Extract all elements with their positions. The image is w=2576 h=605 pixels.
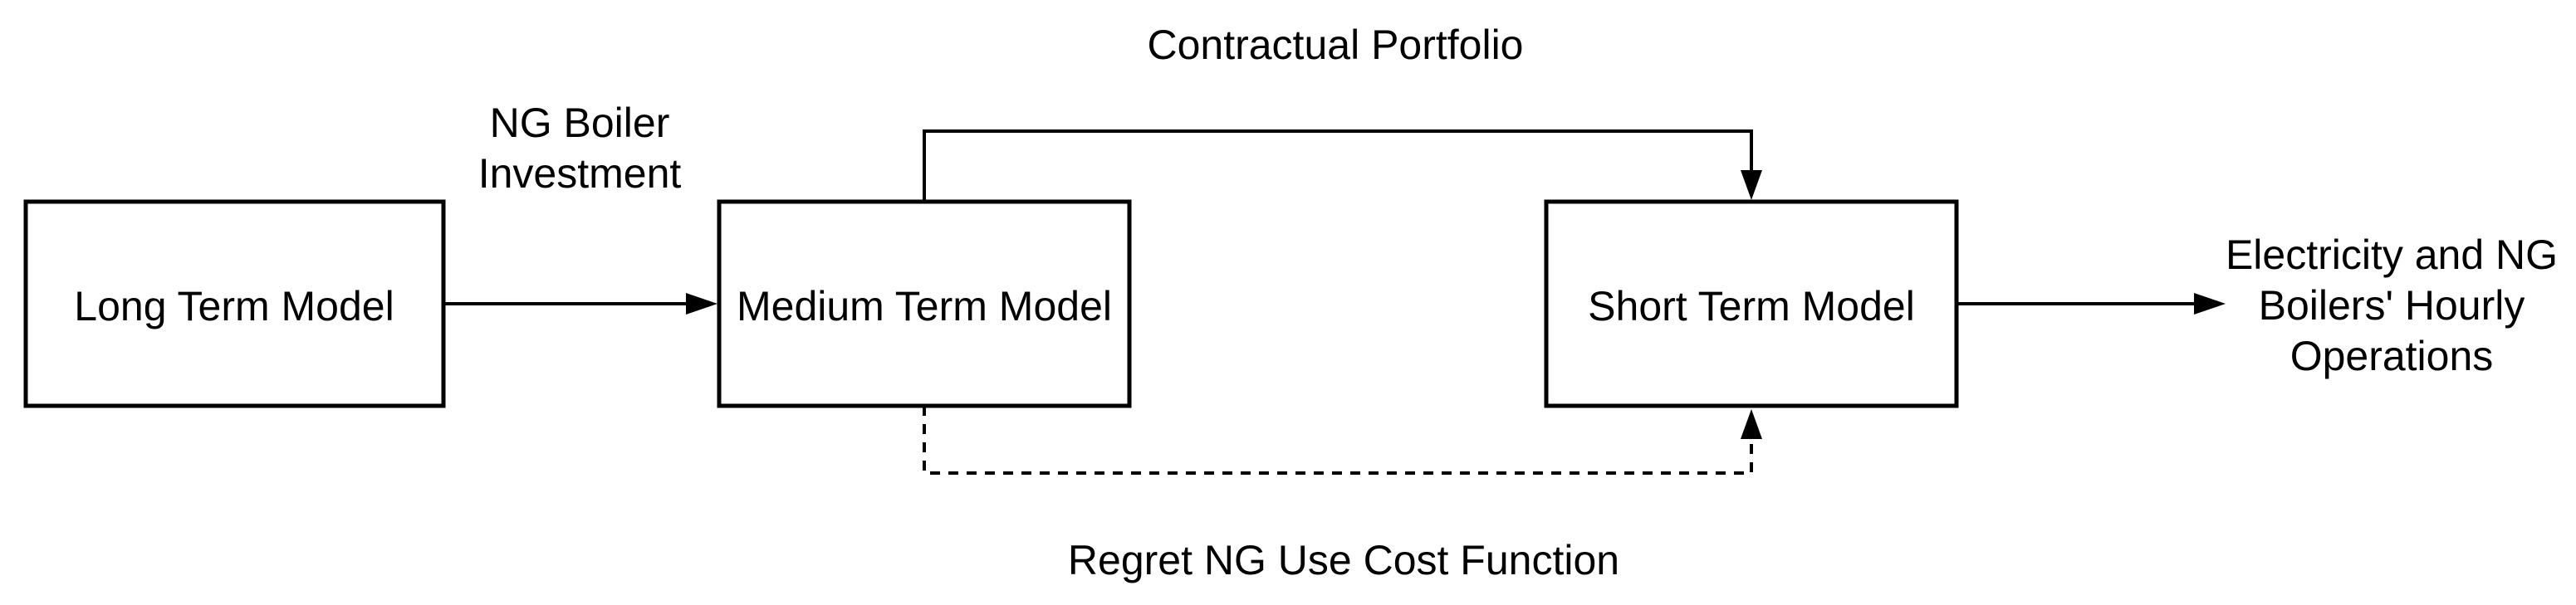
edge-regret-ng-use-cost-function: Regret NG Use Cost Function — [923, 406, 1762, 583]
hourly-operations-output-label-line2: Boilers' Hourly — [2259, 282, 2525, 329]
ng-boiler-investment-label-line1: NG Boiler — [490, 100, 670, 146]
node-medium-term-model: Medium Term Model — [717, 199, 1132, 408]
edge-hourly-operations-output: Electricity and NG Boilers' Hourly Opera… — [1956, 232, 2558, 379]
regret-ng-use-cost-function-arrowhead — [1741, 409, 1762, 439]
medium-term-model-box — [717, 199, 1132, 408]
contractual-portfolio-line — [923, 129, 1753, 202]
long-term-model-label: Long Term Model — [74, 283, 394, 329]
regret-ng-use-cost-function-line — [923, 406, 1753, 475]
hourly-operations-output-arrowhead — [2194, 293, 2226, 315]
long-term-model-box — [23, 199, 446, 408]
ng-boiler-investment-label-line2: Investment — [478, 150, 682, 197]
contractual-portfolio-label: Contractual Portfolio — [1147, 22, 1523, 68]
short-term-model-label: Short Term Model — [1588, 283, 1915, 329]
short-term-model-box — [1544, 199, 1959, 408]
contractual-portfolio-arrowhead — [1741, 170, 1762, 200]
node-short-term-model: Short Term Model — [1544, 199, 1959, 408]
edge-contractual-portfolio: Contractual Portfolio — [923, 22, 1762, 202]
medium-term-model-label: Medium Term Model — [737, 283, 1112, 329]
ng-boiler-investment-arrowhead — [686, 293, 717, 315]
edge-ng-boiler-investment: NG Boiler Investment — [443, 100, 717, 315]
regret-ng-use-cost-function-label: Regret NG Use Cost Function — [1068, 537, 1619, 583]
hourly-operations-output-label-line1: Electricity and NG — [2226, 232, 2558, 278]
hourly-operations-output-label-line3: Operations — [2290, 333, 2494, 379]
node-long-term-model: Long Term Model — [23, 199, 446, 408]
